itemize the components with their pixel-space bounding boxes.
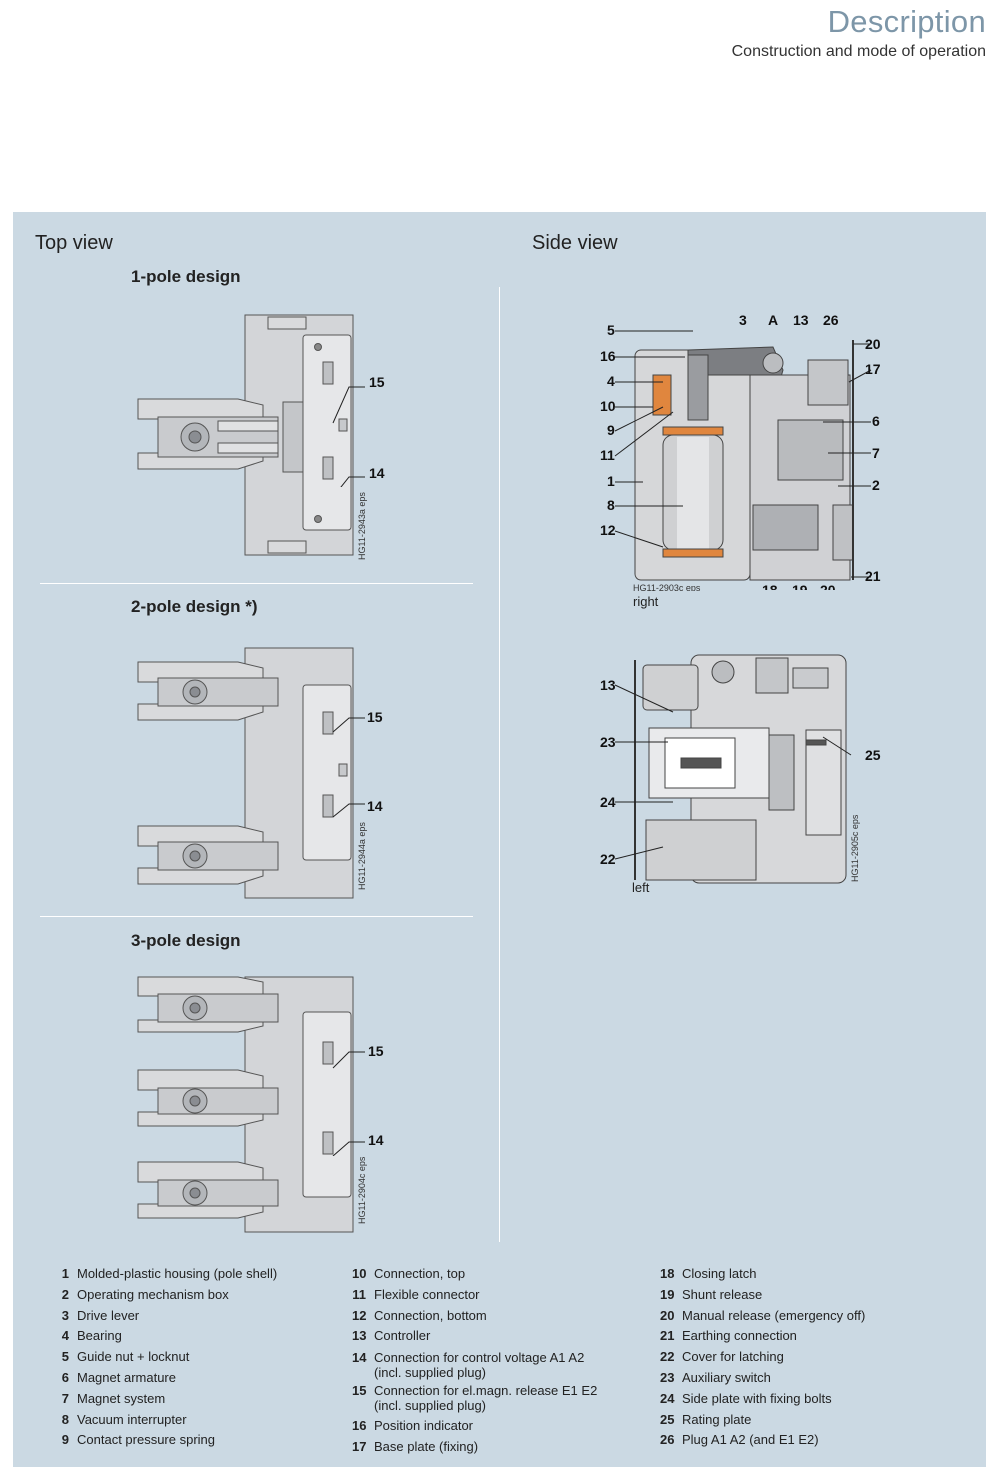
callout-14: 14 <box>369 465 385 481</box>
top-view-1-pole-drawing <box>137 314 354 556</box>
horizontal-divider <box>40 583 473 584</box>
design-title-3-pole: 3-pole design <box>131 931 241 950</box>
callout-15: 15 <box>369 374 385 390</box>
callout-17: 17 <box>865 361 881 377</box>
callout-15: 15 <box>368 1043 384 1059</box>
callout-24: 24 <box>600 794 616 810</box>
callout-12: 12 <box>600 522 616 538</box>
top-view-title: Top view <box>35 232 113 254</box>
side-view-title: Side view <box>532 232 618 254</box>
side-view-right-drawing <box>634 340 854 581</box>
figure-file-id: HG11-2905c eps <box>850 814 860 882</box>
design-title-2-pole: 2-pole design *) <box>131 597 258 616</box>
page-subtitle: Construction and mode of operation <box>731 43 986 60</box>
horizontal-divider <box>40 916 473 917</box>
callout-9: 9 <box>607 422 615 438</box>
callout-1: 1 <box>607 473 615 489</box>
callout-4: 4 <box>607 373 615 389</box>
leader-lines <box>332 717 365 818</box>
side-view-left-drawing <box>634 654 847 884</box>
callout-22: 22 <box>600 851 616 867</box>
leader-lines <box>332 386 365 487</box>
callout-2: 2 <box>872 477 880 493</box>
bottom-callouts-clipped: 18 19 20 <box>758 582 848 590</box>
left-caption: left <box>632 880 650 895</box>
callout-11: 11 <box>600 447 615 463</box>
callout-14: 14 <box>368 1132 384 1148</box>
leader-lines <box>614 684 852 860</box>
callout-8: 8 <box>607 497 615 513</box>
callout-5: 5 <box>607 322 615 338</box>
callout-13: 13 <box>600 677 616 693</box>
right-caption: right <box>633 594 659 609</box>
top-view-2-pole-drawing <box>137 647 354 899</box>
callout-A: A <box>768 312 779 328</box>
page-title: Description <box>827 4 986 39</box>
callout-7: 7 <box>872 445 880 461</box>
callout-19: 19 <box>792 582 808 590</box>
callout-15: 15 <box>367 709 383 725</box>
callout-3: 3 <box>739 312 747 328</box>
vertical-divider <box>499 287 500 1242</box>
callout-23: 23 <box>600 734 616 750</box>
figure-file-id: HG11-2943a eps <box>357 492 367 560</box>
top-view-3-pole-drawing <box>137 976 354 1233</box>
figure-file-id: HG11-2944a eps <box>357 822 367 890</box>
callout-10: 10 <box>600 398 616 414</box>
callout-18: 18 <box>762 582 778 590</box>
callout-26: 26 <box>823 312 839 328</box>
callout-14: 14 <box>367 798 383 814</box>
figure-file-id: HG11-2903c eps <box>633 583 701 591</box>
leader-lines <box>614 330 872 578</box>
callout-20: 20 <box>820 582 836 590</box>
design-title-1-pole: 1-pole design <box>131 267 241 286</box>
figure-panel: Top view Side view 1-pole design <box>13 212 986 1467</box>
callout-25: 25 <box>865 747 881 763</box>
figure-file-id: HG11-2904c eps <box>357 1156 367 1224</box>
callout-16: 16 <box>600 348 616 364</box>
callout-20: 20 <box>865 336 881 352</box>
callout-13: 13 <box>793 312 809 328</box>
callout-6: 6 <box>872 413 880 429</box>
callout-21: 21 <box>865 568 881 584</box>
leader-lines <box>332 1051 365 1156</box>
